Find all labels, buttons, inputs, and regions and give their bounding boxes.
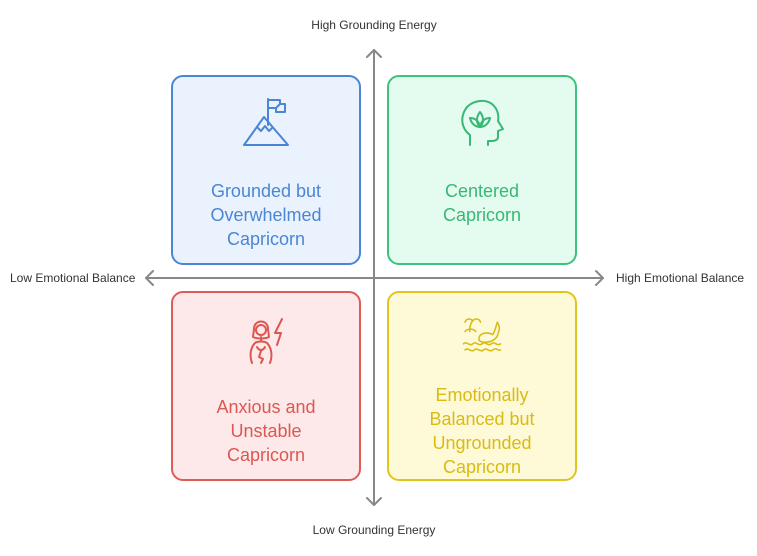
quadrant-title: Anxious and Unstable Capricorn (216, 397, 316, 465)
x-axis-right-label: High Emotional Balance (616, 271, 745, 285)
whale-island-icon (462, 318, 502, 352)
vertical-axis-bottom-arrow (366, 497, 382, 506)
y-axis-top-label: High Grounding Energy (311, 18, 437, 32)
horizontal-axis-left-arrow (145, 270, 154, 286)
quadrant-grounded-overwhelmed: Grounded but Overwhelmed Capricorn (171, 75, 361, 265)
woman-lightning-icon (249, 318, 283, 364)
vertical-axis-top-arrow (366, 49, 382, 58)
quadrant-balanced-ungrounded: Emotionally Balanced but Ungrounded Capr… (387, 291, 577, 481)
mindful-head-icon (461, 99, 504, 146)
x-axis-left-label: Low Emotional Balance (10, 271, 136, 285)
y-axis-bottom-label: Low Grounding Energy (312, 523, 436, 537)
quadrant-centered: Centered Capricorn (387, 75, 577, 265)
quadrant-title: Emotionally Balanced but Ungrounded Capr… (429, 385, 535, 477)
quadrant-title: Centered Capricorn (442, 181, 522, 225)
horizontal-axis-right-arrow (595, 270, 604, 286)
mountain-flag-icon (243, 98, 289, 146)
quadrant-anxious-unstable: Anxious and Unstable Capricorn (171, 291, 361, 481)
quadrant-title: Grounded but Overwhelmed Capricorn (210, 181, 322, 249)
